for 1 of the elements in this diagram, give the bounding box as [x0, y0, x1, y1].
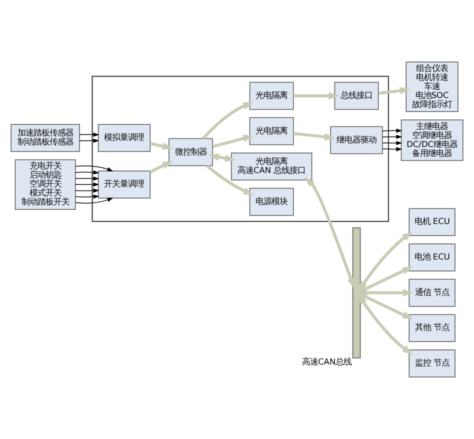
node-label: 高速CAN总线 — [302, 356, 352, 366]
